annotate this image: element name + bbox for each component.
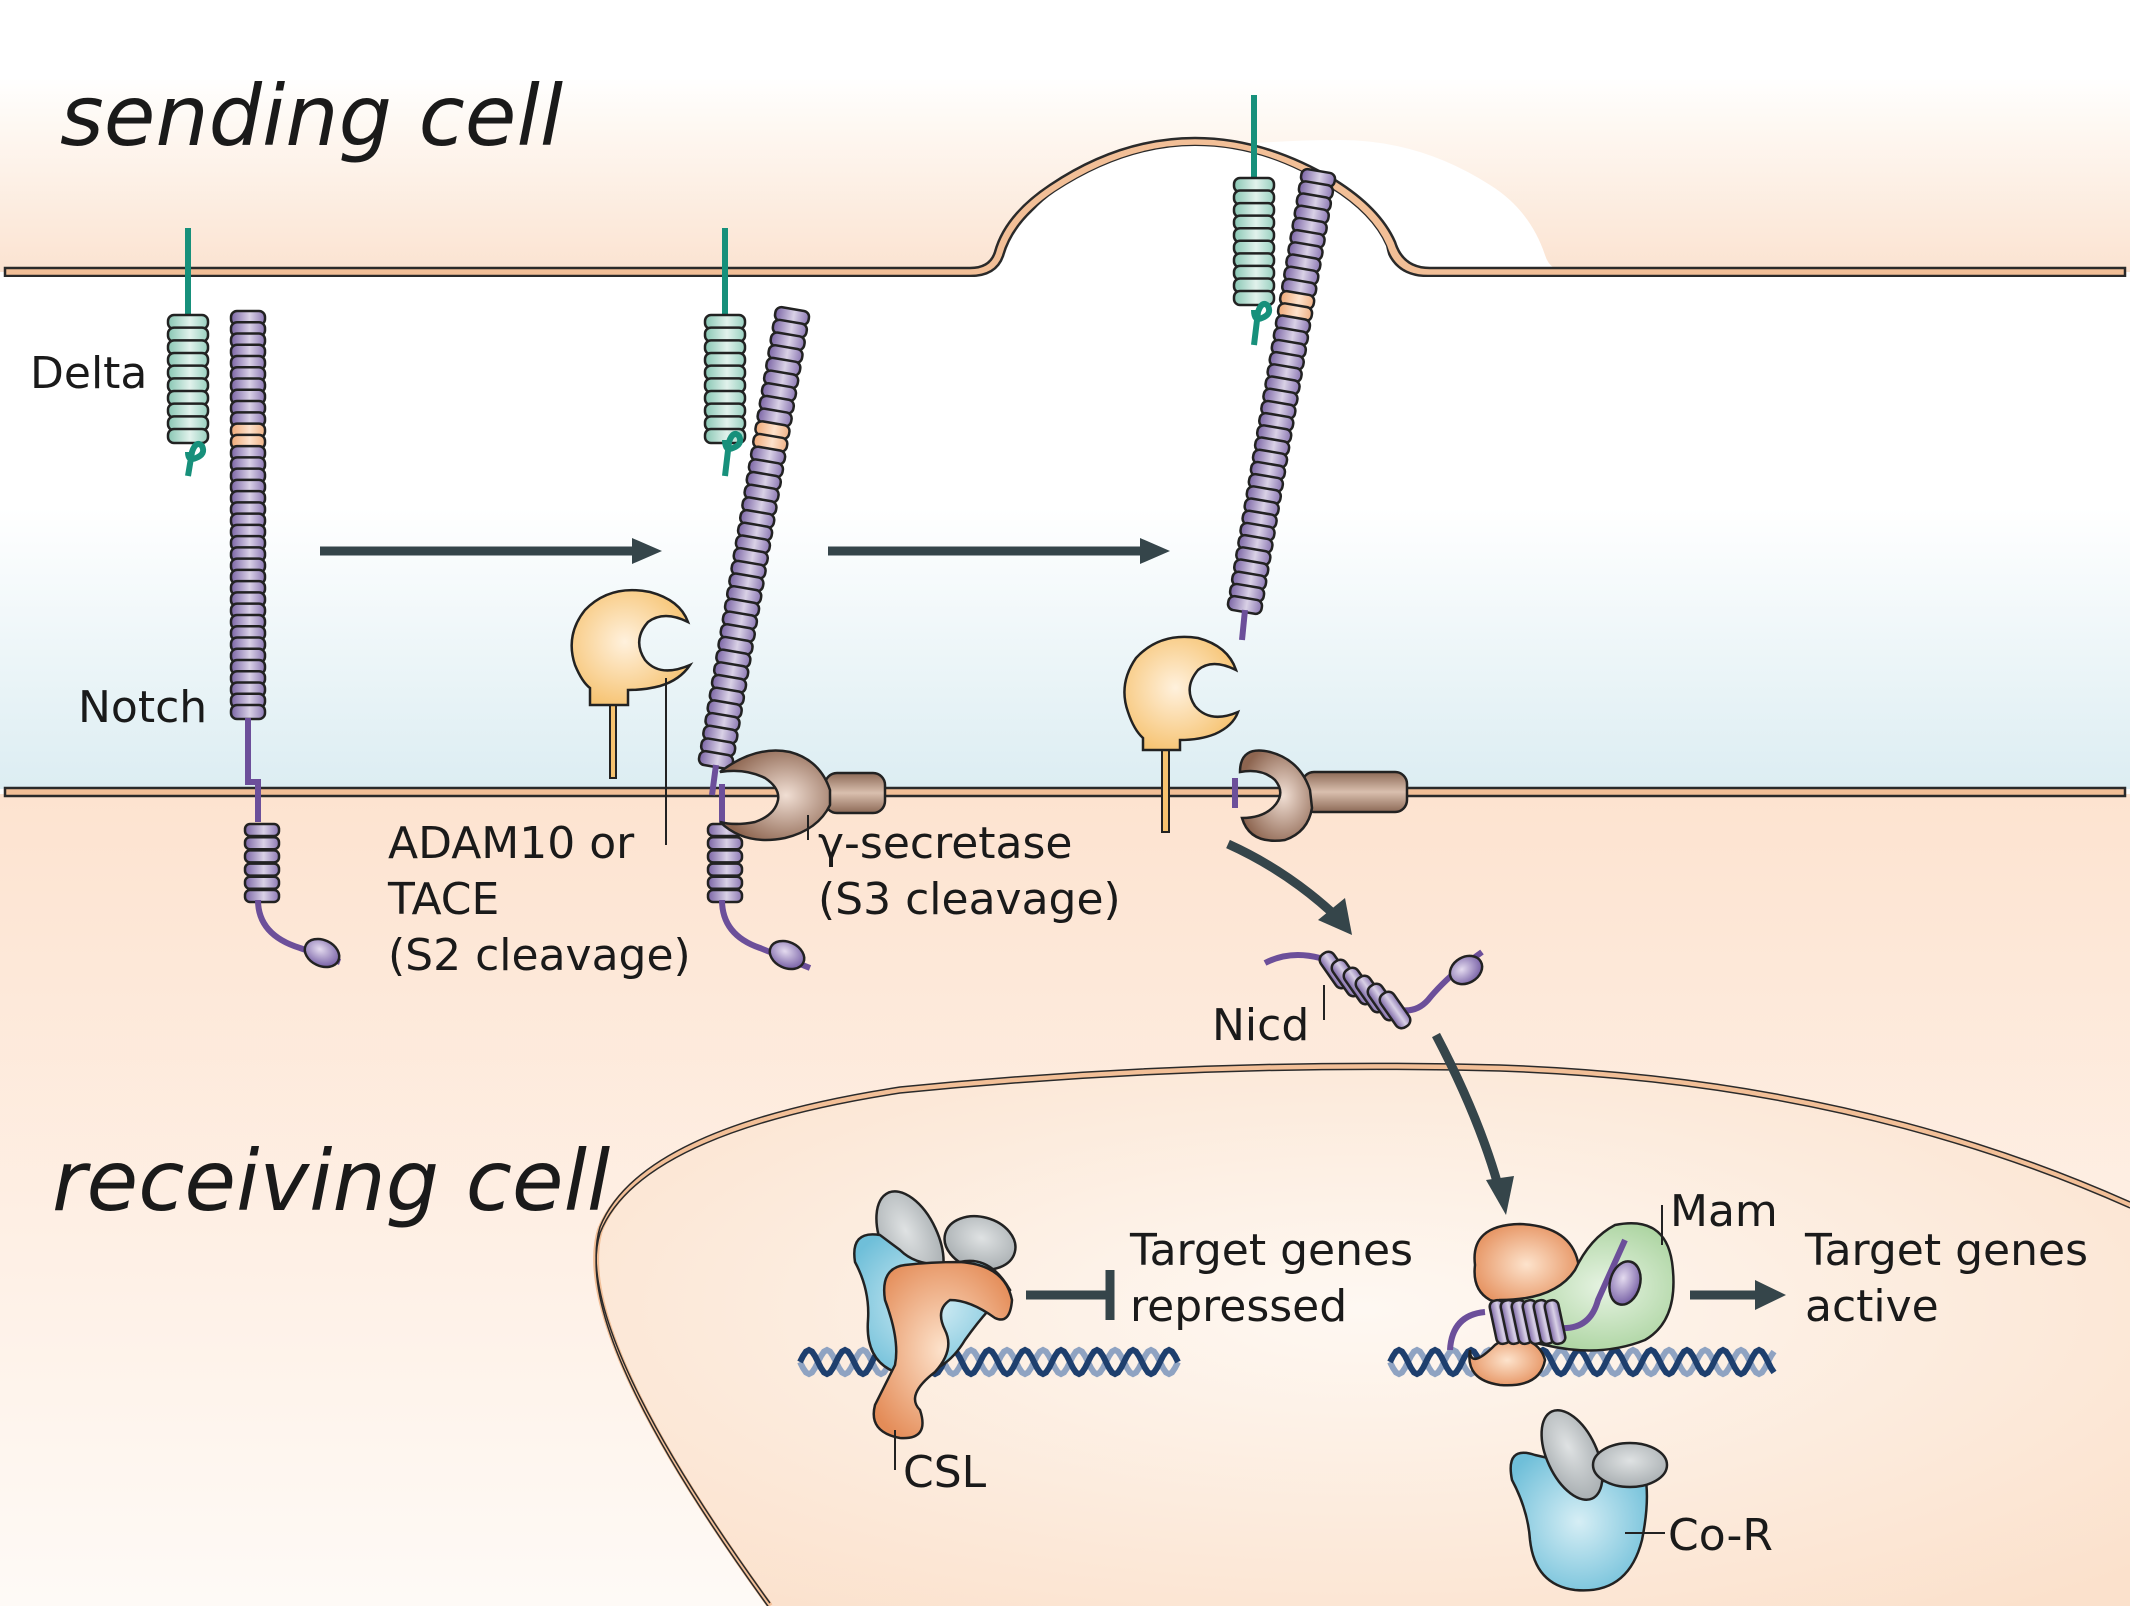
activation-arrow xyxy=(1690,1280,1786,1310)
notch-receptor-2 xyxy=(696,304,812,971)
mam-label: Mam xyxy=(1670,1186,1778,1237)
receiving-cell-title: receiving cell xyxy=(52,1132,610,1230)
nicd-ankyrin-repeat xyxy=(1378,990,1412,1030)
dna-strand xyxy=(797,1346,1181,1378)
arrow-stage1-to-stage2 xyxy=(320,538,662,564)
arrow-stage2-to-stage3 xyxy=(828,538,1170,564)
stage2-s2-cleavage: ADAM10 or TACE (S2 cleavage) γ-secretase… xyxy=(387,228,1121,981)
csl-corepressor-complex xyxy=(853,1190,1017,1470)
dna-helix-active xyxy=(1387,1346,1777,1378)
notch-ankyrin-repeat xyxy=(706,875,744,891)
arrow-nicd-release xyxy=(1226,839,1352,935)
nicd-ankyrin-repeat xyxy=(1543,1298,1567,1346)
notch-ankyrin-repeat xyxy=(243,849,281,864)
gamma-secretase-1 xyxy=(719,749,887,842)
dna-strand xyxy=(1387,1346,1777,1378)
adam-label-line1: ADAM10 or xyxy=(388,818,635,869)
notch-ankyrin-repeat xyxy=(706,835,744,851)
dna-strand xyxy=(1387,1346,1777,1378)
corepressor-label: Co-R xyxy=(1668,1510,1773,1561)
notch-egf-repeat xyxy=(229,703,267,721)
notch-receptor-1 xyxy=(229,309,341,969)
notch-ankyrin-repeat xyxy=(243,822,281,838)
repression-symbol xyxy=(1026,1270,1115,1320)
dna-helix-repressed xyxy=(797,1346,1181,1378)
active-label-line1: Target genes xyxy=(1804,1225,2088,1276)
stage3-endocytosis-s3-cleavage xyxy=(1123,95,1409,842)
csl-nicd-mam-complex xyxy=(1447,1205,1675,1387)
notch-extracellular-domain-3 xyxy=(1225,166,1338,641)
arrow-nicd-to-nucleus xyxy=(1432,1032,1514,1215)
nicd-label: Nicd xyxy=(1212,1000,1309,1051)
gamma-secretase-2 xyxy=(1238,749,1409,842)
delta-label: Delta xyxy=(30,348,147,399)
delta-ligand-1 xyxy=(166,228,210,477)
delta-ligand-3 xyxy=(1232,95,1276,346)
repressed-label-line1: Target genes xyxy=(1129,1225,1413,1276)
notch-ankyrin-repeat xyxy=(706,849,744,864)
active-label-line2: active xyxy=(1805,1281,1939,1332)
delta-ligand-2 xyxy=(703,228,747,477)
notch-ankyrin-repeat xyxy=(243,875,281,891)
extracellular-space xyxy=(0,277,2130,789)
repressed-label-line2: repressed xyxy=(1130,1281,1347,1332)
nucleus xyxy=(593,1062,2130,1606)
delta-egf-repeat xyxy=(166,427,210,445)
adam10-tace-protease-1 xyxy=(570,588,694,779)
csl-label: CSL xyxy=(903,1447,987,1498)
sending-cell-title: sending cell xyxy=(60,67,563,165)
gamma-secretase-label-line2: (S3 cleavage) xyxy=(818,874,1121,925)
notch-ankyrin-repeat xyxy=(243,862,281,877)
nicd-fragment xyxy=(1263,949,1484,1030)
adam-label-line2: TACE xyxy=(387,874,499,925)
receiving-cell-membrane xyxy=(3,786,2127,798)
notch-ankyrin-repeat xyxy=(706,862,744,877)
notch-ankyrin-repeat xyxy=(243,888,281,904)
dna-strand xyxy=(797,1346,1181,1378)
notch-ankyrin-repeat xyxy=(243,835,281,851)
adam-label-line3: (S2 cleavage) xyxy=(388,930,691,981)
gamma-secretase-label-line1: γ-secretase xyxy=(818,818,1073,869)
free-corepressor xyxy=(1509,1408,1669,1592)
notch-label: Notch xyxy=(78,682,207,733)
adam10-tace-protease-2 xyxy=(1123,635,1241,833)
stage1-delta-notch-complex xyxy=(166,228,341,969)
